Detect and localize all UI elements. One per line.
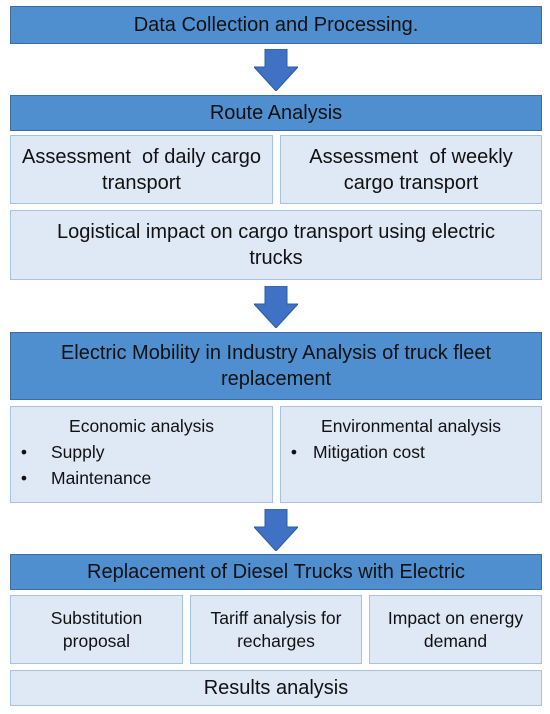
replacement-label: Replacement of Diesel Trucks with Electr… <box>87 561 465 583</box>
weekly-assessment-label: Assessment of weekly cargo transport <box>309 145 519 194</box>
energy-demand-box: Impact on energy demand <box>369 595 542 664</box>
data-collection-box: Data Collection and Processing. <box>10 6 542 44</box>
down-arrow-icon <box>254 286 298 328</box>
route-analysis-box: Route Analysis <box>10 95 542 131</box>
logistical-impact-label: Logistical impact on cargo transport usi… <box>57 221 495 269</box>
list-item: •Mitigation cost <box>281 440 541 466</box>
environmental-analysis-title: Environmental analysis <box>321 416 501 436</box>
weekly-assessment-box: Assessment of weekly cargo transport <box>280 135 542 204</box>
economic-analysis-box: Economic analysis •Supply •Maintenance <box>10 406 273 503</box>
list-item: •Supply <box>11 440 272 466</box>
economic-analysis-title: Economic analysis <box>69 416 214 436</box>
results-analysis-box: Results analysis <box>10 670 542 706</box>
environmental-analysis-box: Environmental analysis •Mitigation cost <box>280 406 542 503</box>
electric-mobility-label: Electric Mobility in Industry Analysis o… <box>60 342 492 390</box>
logistical-impact-box: Logistical impact on cargo transport usi… <box>10 210 542 280</box>
down-arrow-icon <box>254 49 298 91</box>
results-analysis-label: Results analysis <box>203 677 349 699</box>
environmental-analysis-list: •Mitigation cost <box>281 440 541 466</box>
substitution-proposal-box: Substitution proposal <box>10 595 183 664</box>
substitution-proposal-label: Substitution proposal <box>50 607 143 651</box>
down-arrow-icon <box>254 509 298 551</box>
energy-demand-label: Impact on energy demand <box>387 607 524 651</box>
daily-assessment-box: Assessment of daily cargo transport <box>10 135 273 204</box>
electric-mobility-box: Electric Mobility in Industry Analysis o… <box>10 332 542 400</box>
replacement-box: Replacement of Diesel Trucks with Electr… <box>10 554 542 590</box>
bullet-icon: • <box>290 442 298 463</box>
bullet-icon: • <box>20 442 28 463</box>
tariff-analysis-label: Tariff analysis for recharges <box>210 607 342 651</box>
daily-assessment-label: Assessment of daily cargo transport <box>22 145 267 194</box>
list-item: •Maintenance <box>11 466 272 492</box>
bullet-icon: • <box>20 468 28 489</box>
economic-analysis-list: •Supply •Maintenance <box>11 440 272 492</box>
data-collection-label: Data Collection and Processing. <box>133 14 419 36</box>
tariff-analysis-box: Tariff analysis for recharges <box>190 595 362 664</box>
route-analysis-label: Route Analysis <box>209 102 343 124</box>
